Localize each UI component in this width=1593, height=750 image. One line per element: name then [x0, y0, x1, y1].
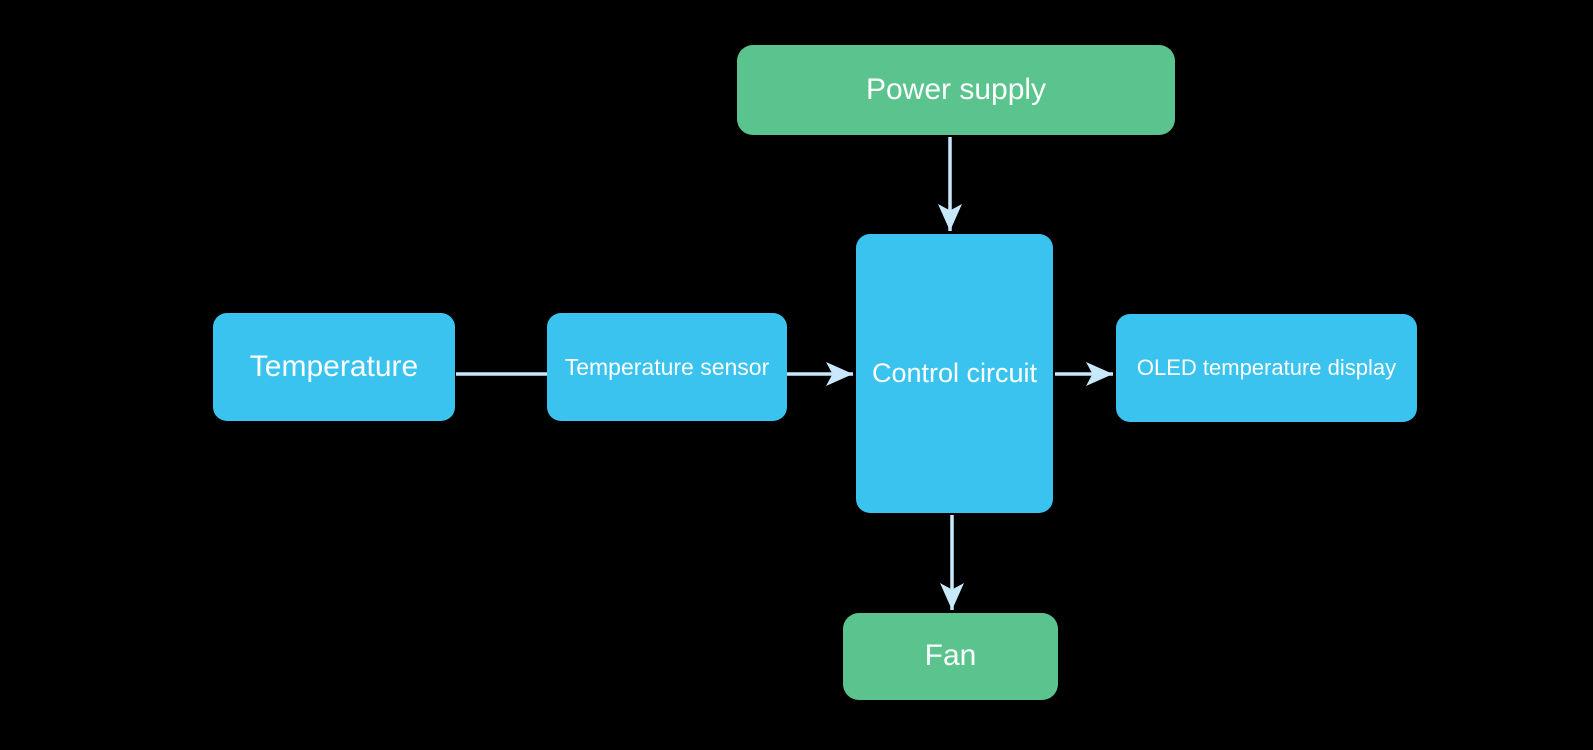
node-temperature-sensor-label: Temperature sensor — [564, 353, 770, 380]
node-temperature: Temperature — [213, 313, 455, 421]
node-fan-label: Fan — [924, 639, 977, 673]
node-power-supply: Power supply — [737, 45, 1175, 135]
node-control-circuit: Control circuit — [856, 234, 1053, 513]
node-temperature-sensor: Temperature sensor — [547, 313, 787, 421]
node-oled-temperature-display-label: OLED temperature display — [1136, 355, 1397, 381]
node-fan: Fan — [843, 613, 1058, 700]
node-power-supply-label: Power supply — [865, 72, 1047, 106]
node-control-circuit-label: Control circuit — [871, 357, 1038, 388]
node-oled-temperature-display: OLED temperature display — [1116, 314, 1417, 422]
node-temperature-label: Temperature — [249, 349, 419, 383]
